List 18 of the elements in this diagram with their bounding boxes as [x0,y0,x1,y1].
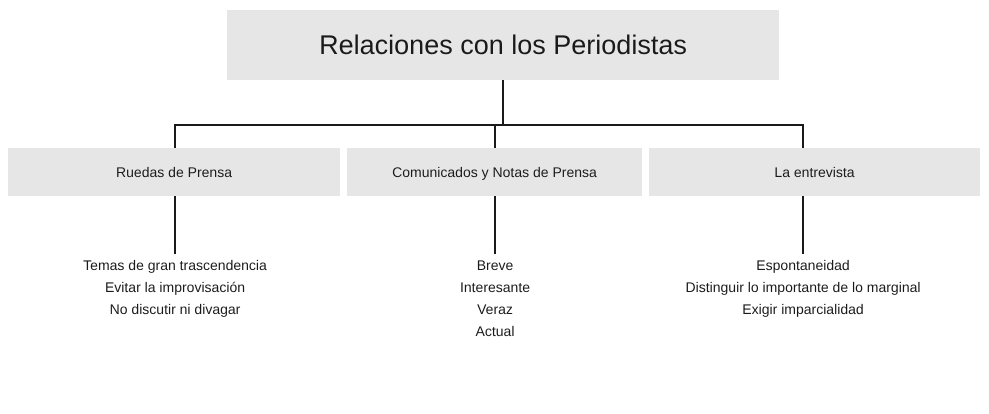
list-item: Actual [476,322,514,341]
label-box: La entrevista [649,148,980,196]
connector-line [174,196,176,254]
label-box: Relaciones con los Periodistas [227,10,779,80]
list-item: Evitar la improvisación [104,278,246,297]
connector-line [494,196,496,254]
label-box: Comunicados y Notas de Prensa [347,148,642,196]
connector-line [502,80,804,148]
list-item: Exigir imparcialidad [742,300,864,319]
connector-line [802,196,804,254]
list-item: Espontaneidad [756,256,850,275]
list-item: Temas de gran trascendencia [83,256,267,275]
label-box: Ruedas de Prensa [8,148,340,196]
list-item: Distinguir lo importante de lo marginal [686,278,920,297]
list-item: Interesante [460,278,530,297]
list-item: Breve [476,256,514,275]
list-item: No discutir ni divagar [110,300,240,319]
list-item: Veraz [477,300,513,319]
